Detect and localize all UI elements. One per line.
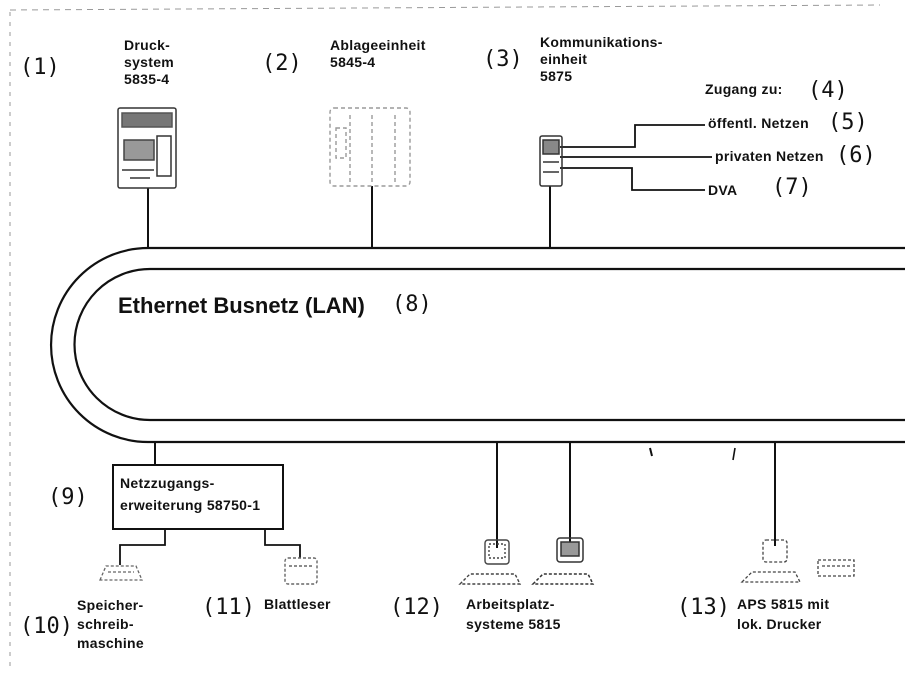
- aps-local-printer-label: APS 5815 mit lok. Drucker: [737, 594, 829, 634]
- label-number-3: (3): [483, 47, 523, 72]
- label-line: 5835-4: [124, 71, 170, 87]
- top-border-line: [9, 4, 881, 11]
- label-number-10: (10): [20, 614, 73, 639]
- line-to-typewriter: [119, 529, 166, 565]
- diagram-title: Ethernet Busnetz (LAN): [118, 293, 365, 318]
- label-line: Netzzugangs-: [120, 475, 215, 491]
- label-number-4: (4): [808, 78, 848, 103]
- label-number-11: (11): [202, 595, 255, 620]
- lan-bus-inner: [73, 267, 905, 422]
- line-public-networks: [560, 124, 705, 148]
- label-number-12: (12): [390, 595, 443, 620]
- label-number-1: (1): [20, 55, 60, 80]
- label-line: lok. Drucker: [737, 616, 822, 632]
- label-number-8: (8): [392, 292, 432, 317]
- bus-tick-mark: [732, 447, 736, 461]
- label-line: Kommunikations-: [540, 34, 663, 50]
- filing-unit-icon: [329, 107, 411, 187]
- typewriter-icon: [99, 565, 143, 581]
- access-private-networks: privaten Netzen: [715, 148, 824, 164]
- label-number-13: (13): [677, 595, 730, 620]
- label-line: Druck-: [124, 37, 171, 53]
- label-line: einheit: [540, 51, 588, 67]
- label-line: erweiterung 58750-1: [120, 497, 261, 513]
- label-line: Ablageeinheit: [330, 37, 426, 53]
- workstations-label: Arbeitsplatz- systeme 5815: [466, 594, 561, 634]
- label-line: Arbeitsplatz-: [466, 596, 555, 612]
- extension-box: [112, 464, 284, 530]
- typewriter-label: Speicher- schreib- maschine: [77, 596, 144, 653]
- label-number-7: (7): [772, 175, 812, 200]
- label-number-2: (2): [262, 51, 302, 76]
- label-number-9: (9): [48, 485, 88, 510]
- label-line: Speicher-: [77, 597, 144, 613]
- access-dva: DVA: [708, 182, 738, 198]
- communication-unit-label: Kommunikations- einheit 5875: [540, 34, 663, 85]
- page-reader-icon: [284, 557, 318, 585]
- communication-unit-icon: [539, 135, 563, 187]
- label-line: schreib-: [77, 616, 134, 632]
- label-line: 5875: [540, 68, 573, 84]
- label-line: systeme 5815: [466, 616, 561, 632]
- label-line: APS 5815 mit: [737, 596, 830, 612]
- label-line: 5845-4: [330, 54, 376, 70]
- label-line: maschine: [77, 635, 144, 651]
- lan-bus-outer: [49, 246, 905, 444]
- filing-unit-label: Ablageeinheit 5845-4: [330, 37, 426, 71]
- workstation-icon: [531, 537, 595, 585]
- label-line: system: [124, 54, 175, 70]
- label-number-6: (6): [836, 143, 876, 168]
- printing-system-icon: [117, 107, 177, 189]
- label-number-5: (5): [828, 110, 868, 135]
- line-to-page-reader: [264, 529, 301, 558]
- workstation-printer-icon: [740, 539, 855, 583]
- access-header: Zugang zu:: [705, 81, 783, 97]
- extension-label: Netzzugangs- erweiterung 58750-1: [120, 472, 260, 516]
- workstation-icon: [458, 539, 522, 585]
- access-public-networks: öffentl. Netzen: [708, 115, 809, 131]
- page-reader-label: Blattleser: [264, 596, 331, 612]
- bus-tick-mark: [649, 447, 653, 457]
- printing-system-label: Druck- system 5835-4: [124, 37, 174, 88]
- line-dva: [560, 167, 705, 191]
